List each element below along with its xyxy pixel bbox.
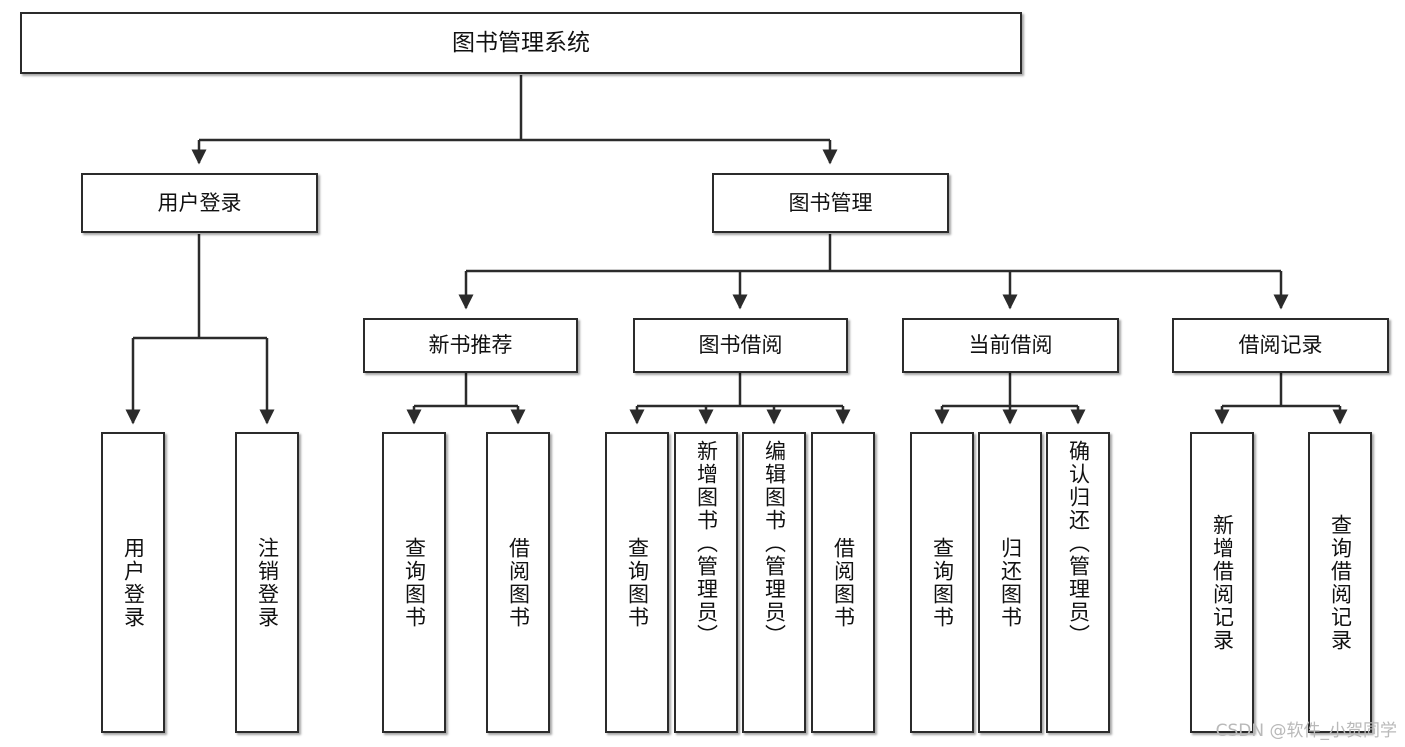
leaf-return-book-label: 归还图书 [998,536,1023,629]
leaf-query-borrow-record-label: 查询借阅记录 [1328,513,1353,652]
node-book-borrow[interactable]: 图书借阅 [633,318,848,373]
node-book-borrow-label: 图书借阅 [698,333,783,358]
leaf-user-login[interactable]: 用户登录 [101,432,165,733]
node-new-book-recommend[interactable]: 新书推荐 [363,318,578,373]
leaf-newbook-query-book[interactable]: 查询图书 [382,432,446,733]
leaf-bookborrow-borrow-book[interactable]: 借阅图书 [811,432,875,733]
leaf-currentborrow-query-book-label: 查询图书 [930,536,955,629]
leaf-logout[interactable]: 注销登录 [235,432,299,733]
leaf-bookborrow-query-book-label: 查询图书 [625,536,650,629]
node-current-borrow-label: 当前借阅 [968,333,1053,358]
leaf-edit-book-admin[interactable]: 编辑图书（管理员） [742,432,806,733]
leaf-confirm-return-admin-label: 确认归还（管理员） [1066,440,1091,647]
leaf-confirm-return-admin[interactable]: 确认归还（管理员） [1046,432,1110,733]
leaf-newbook-borrow-book[interactable]: 借阅图书 [486,432,550,733]
leaf-return-book[interactable]: 归还图书 [978,432,1042,733]
leaf-currentborrow-query-book[interactable]: 查询图书 [910,432,974,733]
node-current-borrow[interactable]: 当前借阅 [902,318,1119,373]
leaf-add-book-admin[interactable]: 新增图书（管理员） [674,432,738,733]
leaf-logout-label: 注销登录 [255,536,280,629]
leaf-newbook-query-book-label: 查询图书 [402,536,427,629]
leaf-edit-book-admin-label: 编辑图书（管理员） [762,440,787,647]
leaf-user-login-label: 用户登录 [121,536,146,629]
node-user-login[interactable]: 用户登录 [81,173,318,233]
node-root-system[interactable]: 图书管理系统 [20,12,1022,74]
leaf-newbook-borrow-book-label: 借阅图书 [506,536,531,629]
leaf-bookborrow-borrow-book-label: 借阅图书 [831,536,856,629]
leaf-bookborrow-query-book[interactable]: 查询图书 [605,432,669,733]
node-borrow-record-label: 借阅记录 [1238,333,1323,358]
node-book-management[interactable]: 图书管理 [712,173,949,233]
node-user-login-label: 用户登录 [157,190,242,215]
node-book-management-label: 图书管理 [788,190,873,215]
leaf-query-borrow-record[interactable]: 查询借阅记录 [1308,432,1372,733]
node-borrow-record[interactable]: 借阅记录 [1172,318,1389,373]
leaf-add-borrow-record-label: 新增借阅记录 [1210,513,1235,652]
leaf-add-borrow-record[interactable]: 新增借阅记录 [1190,432,1254,733]
node-new-book-recommend-label: 新书推荐 [428,333,513,358]
node-root-system-label: 图书管理系统 [452,29,590,56]
leaf-add-book-admin-label: 新增图书（管理员） [694,440,719,647]
csdn-watermark: CSDN @软件_小贺同学 [1215,721,1397,741]
